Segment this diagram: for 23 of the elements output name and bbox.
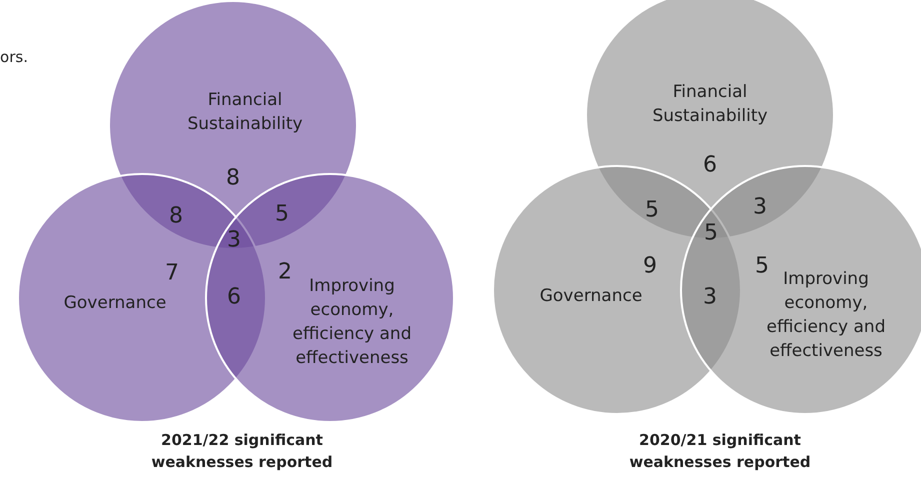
- chart-caption: 2020/21 significant weaknesses reported: [628, 430, 812, 473]
- count-label: 3: [703, 284, 717, 310]
- count-label: 8: [169, 204, 183, 228]
- note-text: ors.: [0, 48, 28, 66]
- set-label: Financial Sustainability: [651, 81, 769, 128]
- set-label: Governance: [62, 292, 168, 315]
- set-label: Improving economy, efficiency and effectiveness: [766, 269, 886, 363]
- count-label: 8: [226, 166, 240, 190]
- count-label: 2: [278, 260, 292, 284]
- set-label: Governance: [538, 285, 644, 308]
- count-label: 5: [645, 198, 659, 222]
- set-label: Improving economy, efficiency and effectiveness: [292, 275, 412, 370]
- count-label: 5: [275, 202, 289, 226]
- set-label: Financial Sustainability: [186, 89, 304, 136]
- chart-caption: 2021/22 significant weaknesses reported: [150, 430, 334, 473]
- count-label: 7: [165, 260, 179, 286]
- count-label: 3: [227, 228, 241, 252]
- count-label: 5: [755, 254, 769, 278]
- count-label: 9: [643, 254, 657, 278]
- count-label: 6: [703, 152, 717, 178]
- count-label: 5: [704, 220, 718, 246]
- count-label: 6: [227, 284, 241, 310]
- count-label: 3: [753, 194, 767, 220]
